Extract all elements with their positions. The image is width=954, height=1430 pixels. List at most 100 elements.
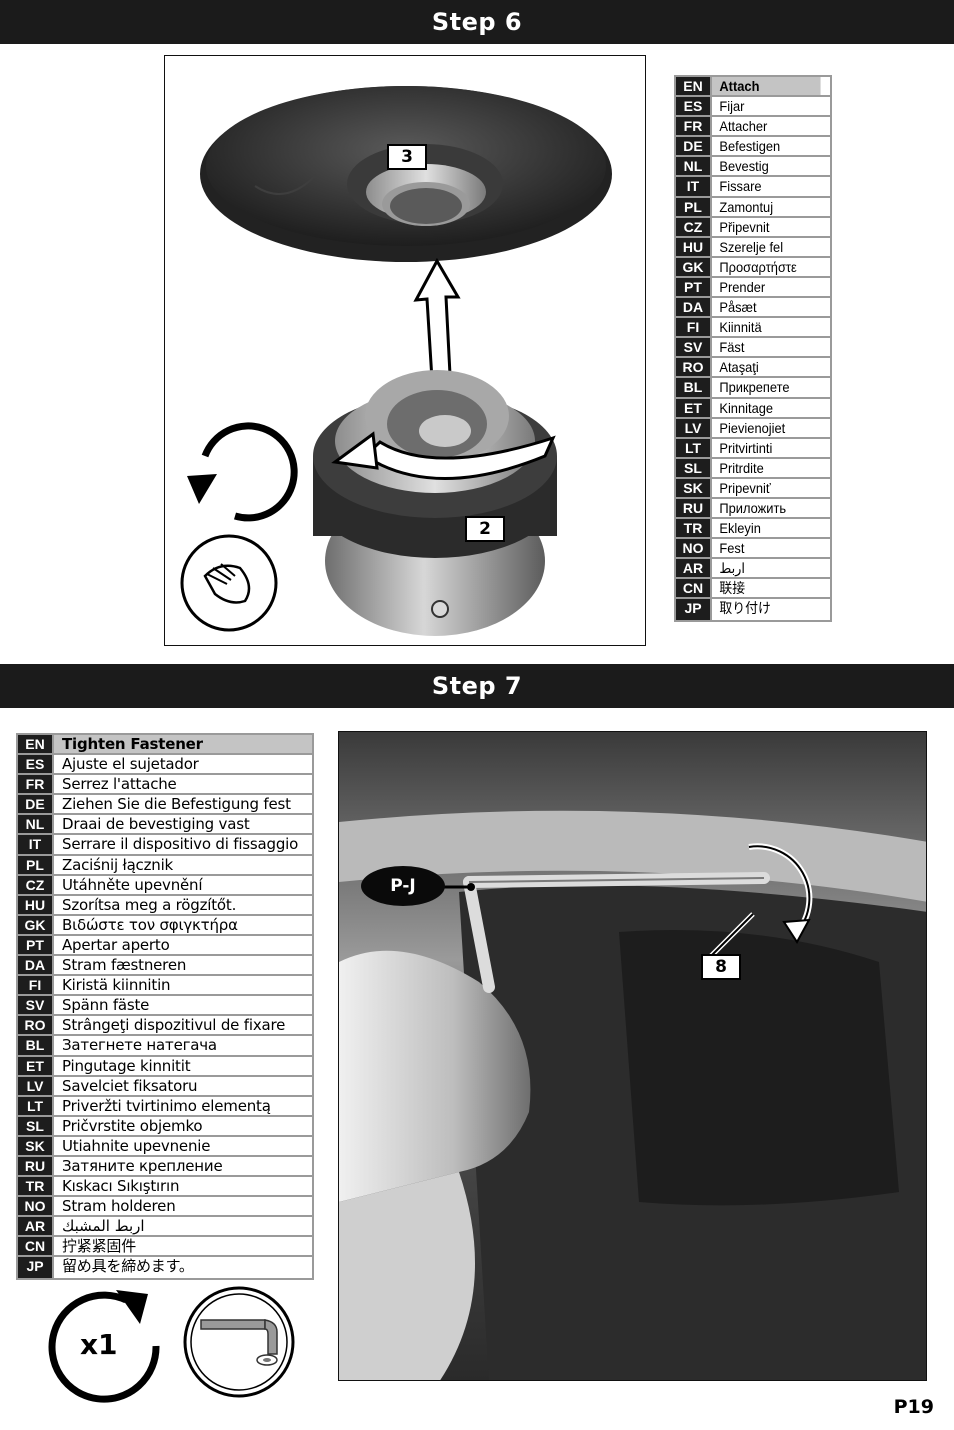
language-row-de: DE Befestigen [676, 137, 830, 158]
language-text: Zaciśnij łącznik [62, 855, 174, 874]
language-text: Прикрепете [719, 379, 790, 396]
language-code: PL [676, 197, 712, 216]
language-text: 拧紧紧固件 [62, 1237, 137, 1256]
language-text: اربط المشبك [62, 1217, 145, 1236]
hex-key-icon [181, 1284, 297, 1400]
language-code: CZ [18, 875, 54, 894]
language-text: Fijar [719, 98, 745, 115]
language-row-tr: TR Kıskacı Sıkıştırın [18, 1177, 312, 1198]
language-text: Serrez l'attache [62, 775, 177, 794]
language-code: RO [18, 1016, 54, 1035]
language-text: Pričvrstite objemko [62, 1116, 203, 1135]
language-text: Fest [719, 540, 745, 557]
language-code: ES [676, 97, 712, 116]
language-code: ES [18, 755, 54, 774]
language-code: NL [676, 157, 712, 176]
language-text: Stram holderen [62, 1197, 176, 1216]
language-text: Приложить [719, 499, 787, 516]
language-text: Savelciet fiksatoru [62, 1076, 198, 1095]
language-code: TR [18, 1177, 54, 1196]
language-code: FR [676, 117, 712, 136]
language-code: SL [676, 458, 712, 477]
language-text: Kinnitage [719, 399, 774, 416]
language-text: Pritrdite [719, 459, 764, 476]
language-text: Bevestig [719, 158, 769, 175]
language-text: Zamontuj [719, 198, 774, 215]
step-7-title: Step 7 [0, 664, 954, 708]
language-code: LV [676, 418, 712, 437]
language-text: Påsæt [719, 299, 757, 316]
language-row-da: DA Påsæt [676, 298, 830, 319]
language-code: RU [18, 1156, 54, 1176]
language-code: LV [18, 1076, 54, 1095]
language-row-da: DA Stram fæstneren [18, 956, 312, 977]
language-row-es: ES Fijar [676, 97, 830, 118]
language-code: SK [18, 1136, 54, 1155]
language-row-sl: SL Pritrdite [676, 458, 830, 479]
language-text: Befestigen [719, 138, 781, 155]
language-code: CN [18, 1237, 54, 1256]
language-text: Attacher [719, 118, 768, 135]
part-callout-8: 8 [701, 954, 741, 980]
language-row-lv: LV Savelciet fiksatoru [18, 1076, 312, 1097]
language-text: Tighten Fastener [54, 735, 312, 754]
language-code: LT [18, 1096, 54, 1115]
language-text: Utiahnite upevnenie [62, 1136, 211, 1155]
language-code: DE [18, 795, 54, 814]
language-text: Pingutage kinnitit [62, 1056, 191, 1075]
language-text: Priveržti tvirtinimo elementą [62, 1096, 271, 1115]
language-text: Προσαρτήστε [719, 258, 797, 275]
language-row-gk: GK Προσαρτήστε [676, 257, 830, 278]
language-code: NO [676, 539, 712, 558]
language-code: DE [676, 137, 712, 156]
language-code: BL [676, 378, 712, 397]
language-row-fr: FR Attacher [676, 117, 830, 138]
language-text: Ataşaţi [719, 359, 759, 376]
language-text: Pritvirtinti [719, 439, 773, 456]
language-text: Attach [712, 77, 821, 96]
language-code: HU [18, 895, 54, 914]
language-code: JP [676, 599, 712, 620]
language-text: Kiinnitä [719, 319, 762, 336]
language-text: Apertar aperto [62, 935, 170, 954]
language-text: Stram fæstneren [62, 956, 187, 975]
page-number: P19 [893, 1396, 934, 1418]
language-code: RO [676, 358, 712, 377]
language-code: SV [18, 996, 54, 1015]
language-code: CN [676, 579, 712, 598]
language-text: Pripevniť [719, 479, 771, 496]
language-text: Затегнете натегача [62, 1036, 217, 1055]
part-callout-3: 3 [387, 144, 427, 170]
language-code: GK [676, 257, 712, 276]
language-code: DA [18, 956, 54, 975]
language-text: Připevnit [719, 218, 770, 235]
language-text: Serrare il dispositivo di fissaggio [62, 835, 299, 854]
language-code: NL [18, 815, 54, 834]
language-row-cn: CN 拧紧紧固件 [18, 1237, 312, 1258]
language-text: 留め具を締めます。 [62, 1257, 194, 1276]
language-text: Kıskacı Sıkıştırın [62, 1177, 180, 1196]
language-code: ET [676, 398, 712, 417]
language-code: DA [676, 298, 712, 317]
language-row-ro: RO Ataşaţi [676, 358, 830, 379]
